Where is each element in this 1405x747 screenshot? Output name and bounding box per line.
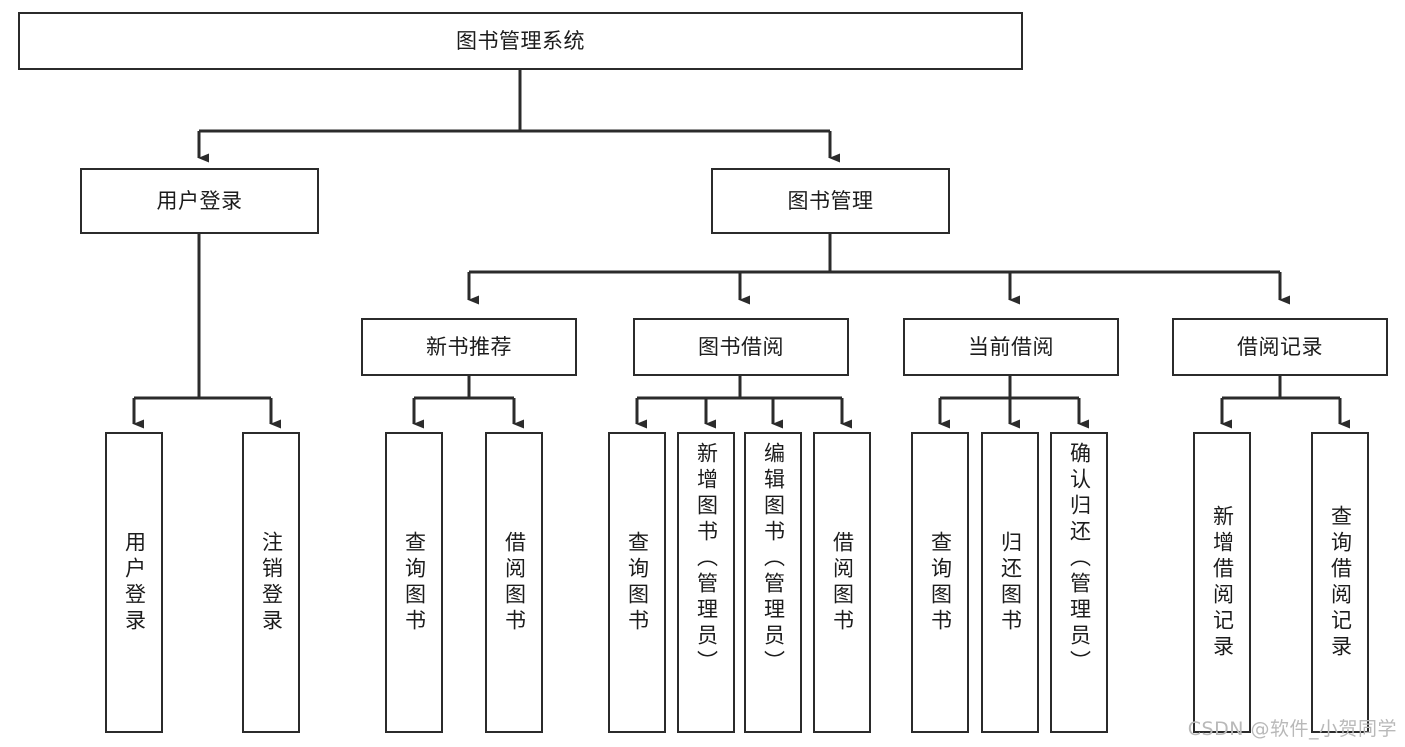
watermark-text: CSDN @软件_小贺同学 xyxy=(1187,718,1397,740)
node-current-borrow[interactable]: 当前借阅 xyxy=(903,318,1119,376)
leaf-borrow-borrow-book[interactable]: 借阅图书 xyxy=(813,432,871,733)
node-new-book-recommend-label: 新书推荐 xyxy=(426,334,512,359)
leaf-user-login-login-label: 用户登录 xyxy=(122,530,147,635)
leaf-record-add-record[interactable]: 新增借阅记录 xyxy=(1193,432,1251,733)
leaf-borrow-add-book-label: 新增图书（管理员） xyxy=(694,442,719,676)
node-borrow-record-label: 借阅记录 xyxy=(1237,334,1323,359)
leaf-new-book-query-label: 查询图书 xyxy=(402,530,427,635)
leaf-user-login-login[interactable]: 用户登录 xyxy=(105,432,163,733)
leaf-new-book-borrow[interactable]: 借阅图书 xyxy=(485,432,543,733)
leaf-user-login-logout-label: 注销登录 xyxy=(259,530,284,635)
leaf-current-confirm-return[interactable]: 确认归还（管理员） xyxy=(1050,432,1108,733)
leaf-borrow-query-book-label: 查询图书 xyxy=(625,530,650,635)
node-user-login[interactable]: 用户登录 xyxy=(80,168,319,234)
leaf-record-add-record-label: 新增借阅记录 xyxy=(1210,504,1235,661)
leaf-current-query-book-label: 查询图书 xyxy=(928,530,953,635)
node-book-borrow-label: 图书借阅 xyxy=(698,334,784,359)
leaf-borrow-edit-book-label: 编辑图书（管理员） xyxy=(761,442,786,676)
leaf-borrow-edit-book[interactable]: 编辑图书（管理员） xyxy=(744,432,802,733)
node-borrow-record[interactable]: 借阅记录 xyxy=(1172,318,1388,376)
node-root[interactable]: 图书管理系统 xyxy=(18,12,1023,70)
node-new-book-recommend[interactable]: 新书推荐 xyxy=(361,318,577,376)
leaf-current-return-book[interactable]: 归还图书 xyxy=(981,432,1039,733)
node-current-borrow-label: 当前借阅 xyxy=(968,334,1054,359)
node-book-management[interactable]: 图书管理 xyxy=(711,168,950,234)
leaf-user-login-logout[interactable]: 注销登录 xyxy=(242,432,300,733)
leaf-new-book-query[interactable]: 查询图书 xyxy=(385,432,443,733)
leaf-record-query-record[interactable]: 查询借阅记录 xyxy=(1311,432,1369,733)
leaf-current-return-book-label: 归还图书 xyxy=(998,530,1023,635)
node-book-borrow[interactable]: 图书借阅 xyxy=(633,318,849,376)
node-user-login-label: 用户登录 xyxy=(156,188,243,213)
leaf-current-confirm-return-label: 确认归还（管理员） xyxy=(1067,442,1092,676)
leaf-borrow-query-book[interactable]: 查询图书 xyxy=(608,432,666,733)
node-book-management-label: 图书管理 xyxy=(787,188,874,213)
node-root-label: 图书管理系统 xyxy=(456,28,585,53)
leaf-current-query-book[interactable]: 查询图书 xyxy=(911,432,969,733)
leaf-new-book-borrow-label: 借阅图书 xyxy=(502,530,527,635)
leaf-borrow-borrow-book-label: 借阅图书 xyxy=(830,530,855,635)
leaf-borrow-add-book[interactable]: 新增图书（管理员） xyxy=(677,432,735,733)
leaf-record-query-record-label: 查询借阅记录 xyxy=(1328,504,1353,661)
